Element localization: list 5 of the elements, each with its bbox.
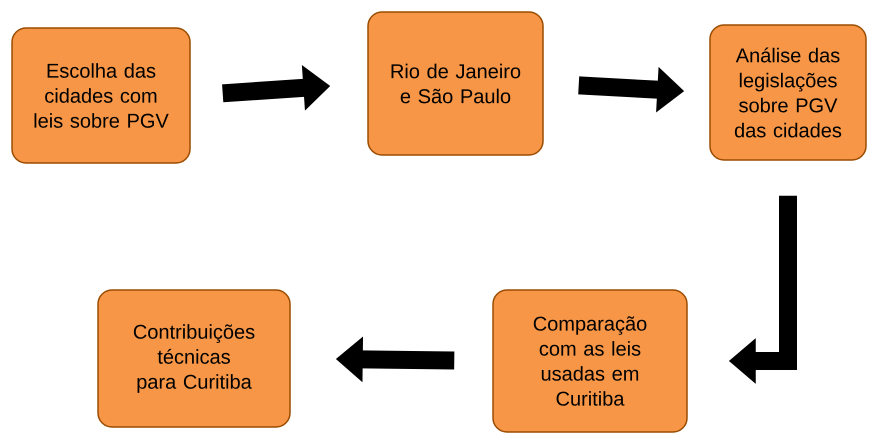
process-box: Contribuições técnicas para Curitiba [97, 289, 291, 428]
process-box: Análise das legislações sobre PGV das cidades [709, 24, 867, 161]
process-box: Rio de Janeiro e São Paulo [367, 11, 544, 156]
process-box: Comparação com as leis usadas em Curitiba [492, 289, 688, 433]
process-box: Escolha das cidades com leis sobre PGV [11, 27, 191, 164]
